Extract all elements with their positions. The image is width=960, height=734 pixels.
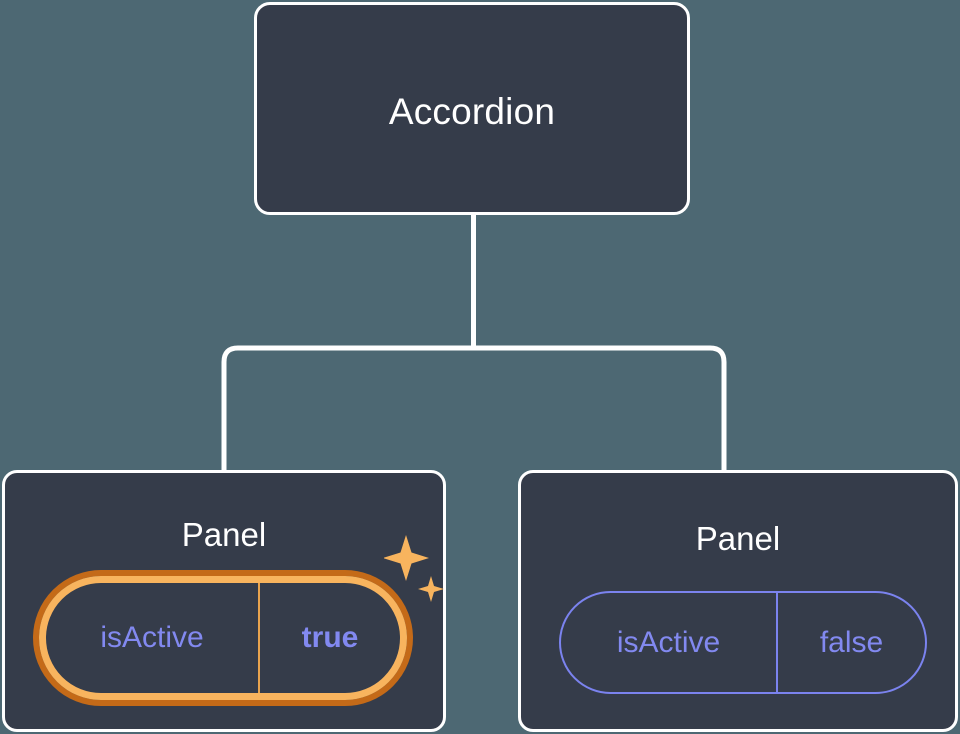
node-title-accordion: Accordion bbox=[388, 91, 556, 132]
connector-branch-bus bbox=[221, 345, 727, 470]
sparkle-icon bbox=[384, 535, 444, 602]
node-card-accordion[interactable]: Accordion bbox=[254, 2, 690, 215]
prop-pill-inner-ring: isActive true bbox=[39, 576, 407, 700]
node-card-panel-inactive[interactable]: Panel isActive false bbox=[518, 470, 958, 732]
prop-value-false: false bbox=[776, 593, 925, 692]
node-title-panel-active: Panel bbox=[181, 516, 267, 553]
prop-pill-isactive-true[interactable]: isActive true bbox=[33, 570, 413, 706]
prop-key-isactive: isActive bbox=[616, 625, 721, 659]
prop-key-isactive: isActive bbox=[100, 621, 204, 654]
node-title-panel-inactive: Panel bbox=[695, 520, 781, 557]
prop-value-true: true bbox=[258, 583, 400, 693]
prop-pill-isactive-false[interactable]: isActive false bbox=[559, 591, 927, 694]
